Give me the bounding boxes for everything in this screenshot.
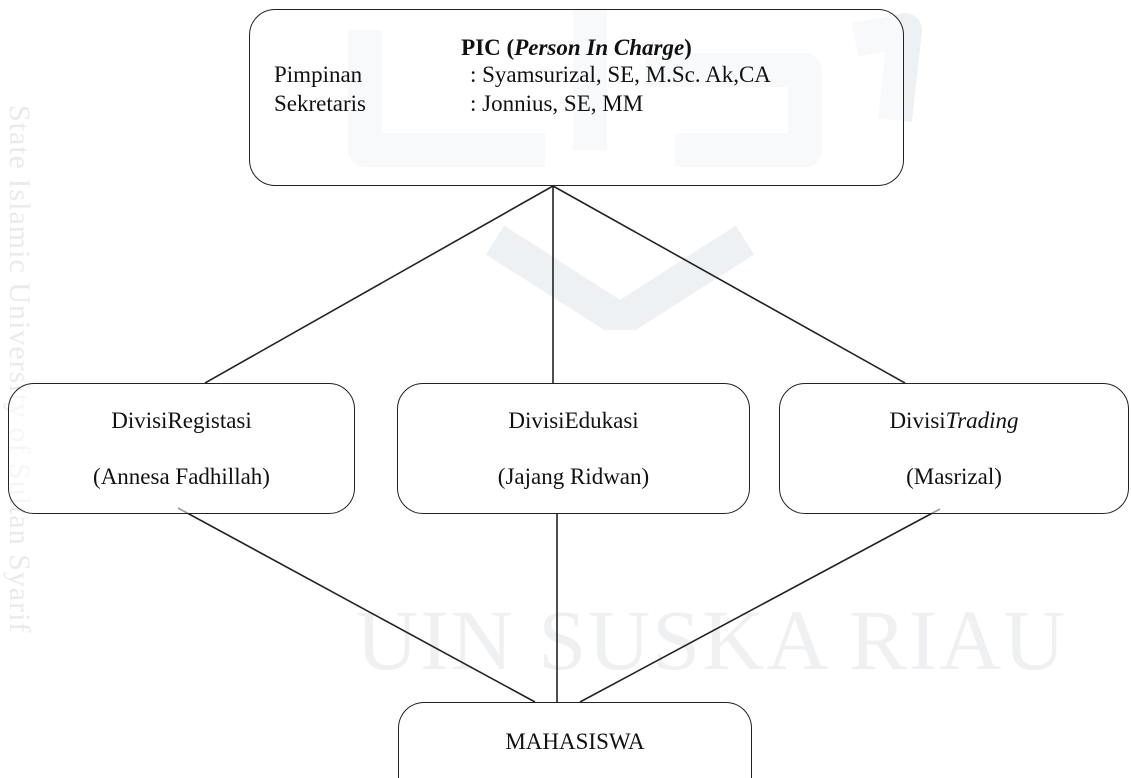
pic-row-label: Sekretaris [274,91,366,116]
watermark-side-text: State Islamic University of Sultan Syari… [3,105,36,634]
pic-row-sekretaris: Sekretaris : Jonnius, SE, MM [274,90,643,118]
connector-pic-registasi [204,185,554,384]
division-box-edukasi: DivisiEdukasi (Jajang Ridwan) [397,383,750,514]
pic-row-pimpinan: Pimpinan : Syamsurizal, SE, M.Sc. Ak,CA [274,61,771,89]
division-name: DivisiTrading [889,408,1019,433]
mahasiswa-label: MAHASISWA [505,729,645,754]
watermark-main-text: UIN SUSKA RIAU [356,592,1068,688]
division-name: DivisiEdukasi [508,408,639,433]
division-person: (Annesa Fadhillah) [93,464,270,489]
division-box-registasi: DivisiRegistasi (Annesa Fadhillah) [8,383,355,514]
pic-row-label: Pimpinan [274,62,363,87]
pic-row-value: : Syamsurizal, SE, M.Sc. Ak,CA [470,62,771,87]
pic-title: PIC (Person In Charge) [461,35,692,60]
mahasiswa-box: MAHASISWA [398,702,752,778]
division-person: (Jajang Ridwan) [497,464,650,489]
division-box-trading: DivisiTrading (Masrizal) [779,383,1129,514]
connector-registasi-mahasiswa [177,507,536,703]
connector-trading-mahasiswa [579,508,941,703]
connector-pic-trading [552,185,906,384]
division-person: (Masrizal) [906,464,1002,489]
division-name: DivisiRegistasi [111,408,252,433]
pic-box: PIC (Person In Charge) Pimpinan : Syamsur… [249,9,904,186]
pic-row-value: : Jonnius, SE, MM [470,91,644,116]
